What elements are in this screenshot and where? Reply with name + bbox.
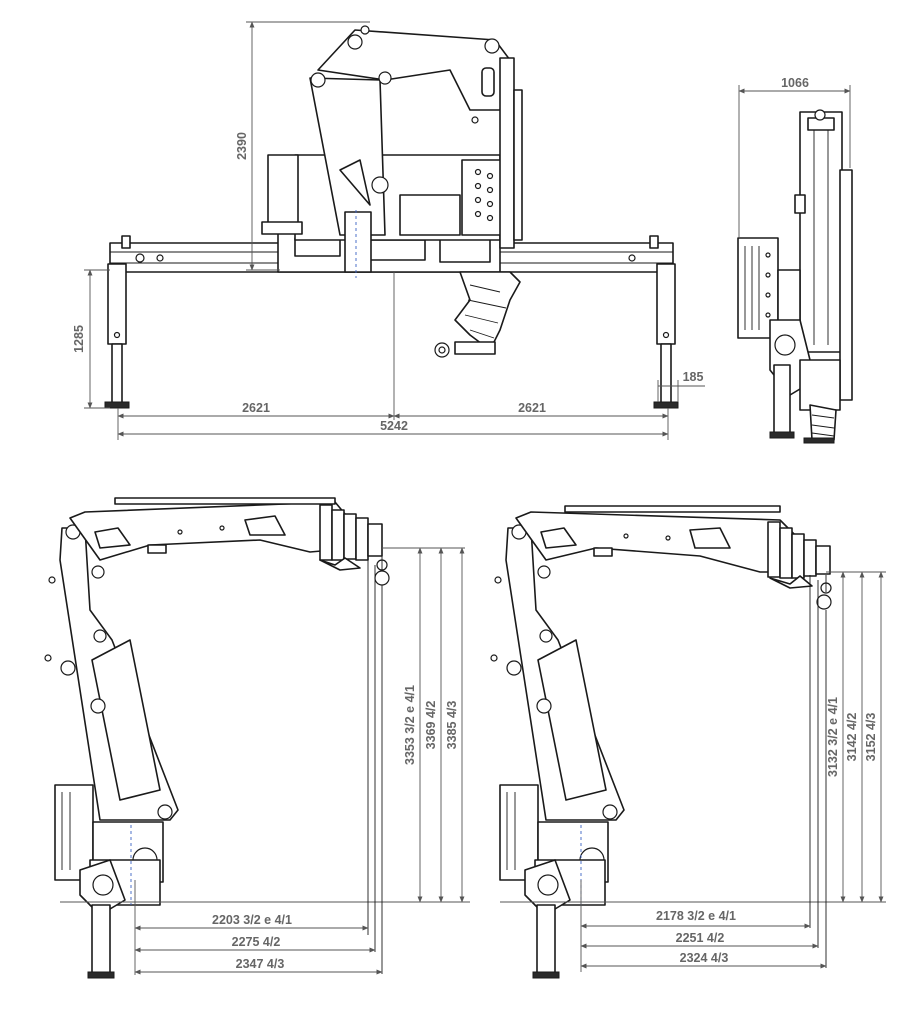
- dim-right-reach-2: 2251 4/2: [580, 931, 819, 949]
- dim-pad-width: 185: [657, 370, 705, 402]
- right-boom-leg: [536, 904, 556, 976]
- dim-left-height-2-label: 3369 4/2: [424, 701, 438, 750]
- dim-half-span-right: 2621: [393, 401, 669, 419]
- dim-outrigger-height: 1285: [72, 269, 110, 409]
- right-hook: [816, 575, 832, 610]
- dim-right-height-3: 3152 4/3: [864, 571, 884, 903]
- dim-pad-width-label: 185: [683, 370, 704, 384]
- boom-view-right: 3132 3/2 e 4/1 3142 4/2 3152 4/3 2178 3/…: [490, 505, 886, 979]
- boom-view-left: 3353 3/2 e 4/1 3369 4/2 3385 4/3 2203 3/…: [44, 497, 470, 979]
- dim-height-overall: 2390: [235, 21, 370, 271]
- left-boom-extensions: [319, 504, 383, 561]
- dim-half-span-left-label: 2621: [242, 401, 270, 415]
- dim-right-reach-3: 2324 4/3: [580, 951, 827, 969]
- left-boom-leg: [91, 904, 111, 976]
- dim-left-reach-3: 2347 4/3: [134, 957, 383, 975]
- dim-total-span: 5242: [117, 272, 669, 440]
- dim-left-height-1: 3353 3/2 e 4/1: [403, 547, 423, 903]
- dim-outrigger-height-label: 1285: [72, 325, 86, 353]
- dim-right-reach-1-label: 2178 3/2 e 4/1: [656, 909, 736, 923]
- front-view: 2390 1285 2621 2621 5242 185: [72, 21, 705, 440]
- dim-total-span-label: 5242: [380, 419, 408, 433]
- right-outrigger-leg: [653, 263, 679, 409]
- dim-right-height-1-label: 3132 3/2 e 4/1: [826, 697, 840, 777]
- dim-right-height-2: 3142 4/2: [845, 571, 865, 903]
- hook-assembly: [434, 271, 521, 358]
- extension-boom: [499, 57, 515, 249]
- side-column: [799, 111, 843, 353]
- dim-side-width-label: 1066: [781, 76, 809, 90]
- side-view: 1066: [737, 76, 853, 444]
- dim-left-reach-2-label: 2275 4/2: [232, 935, 281, 949]
- dim-left-height-1-label: 3353 3/2 e 4/1: [403, 685, 417, 765]
- dim-left-reach-3-label: 2347 4/3: [236, 957, 285, 971]
- dim-half-span-right-label: 2621: [518, 401, 546, 415]
- control-levers: [474, 168, 494, 222]
- dim-height-overall-label: 2390: [235, 132, 249, 160]
- dim-right-height-2-label: 3142 4/2: [845, 713, 859, 762]
- left-hook: [374, 556, 390, 586]
- right-boom-extensions: [767, 521, 831, 579]
- right-control-panel: [499, 784, 539, 881]
- dim-half-span-left: 2621: [117, 401, 395, 419]
- left-control-panel: [54, 784, 94, 881]
- dim-right-reach-3-label: 2324 4/3: [680, 951, 729, 965]
- dim-right-reach-1: 2178 3/2 e 4/1: [580, 909, 811, 929]
- side-control-levers: [744, 246, 771, 330]
- side-leg: [773, 364, 791, 436]
- dim-side-width: 1066: [738, 76, 851, 238]
- dim-left-reach-1-label: 2203 3/2 e 4/1: [212, 913, 292, 927]
- left-outrigger-leg: [104, 263, 130, 409]
- dim-left-height-3: 3385 4/3: [445, 547, 465, 903]
- dim-right-height-3-label: 3152 4/3: [864, 713, 878, 762]
- dim-right-reach-2-label: 2251 4/2: [676, 931, 725, 945]
- dim-left-reach-2: 2275 4/2: [134, 935, 376, 953]
- dim-left-height-3-label: 3385 4/3: [445, 701, 459, 750]
- dim-left-reach-1: 2203 3/2 e 4/1: [134, 913, 369, 931]
- dim-right-height-1: 3132 3/2 e 4/1: [826, 571, 846, 903]
- dim-left-height-2: 3369 4/2: [424, 547, 444, 903]
